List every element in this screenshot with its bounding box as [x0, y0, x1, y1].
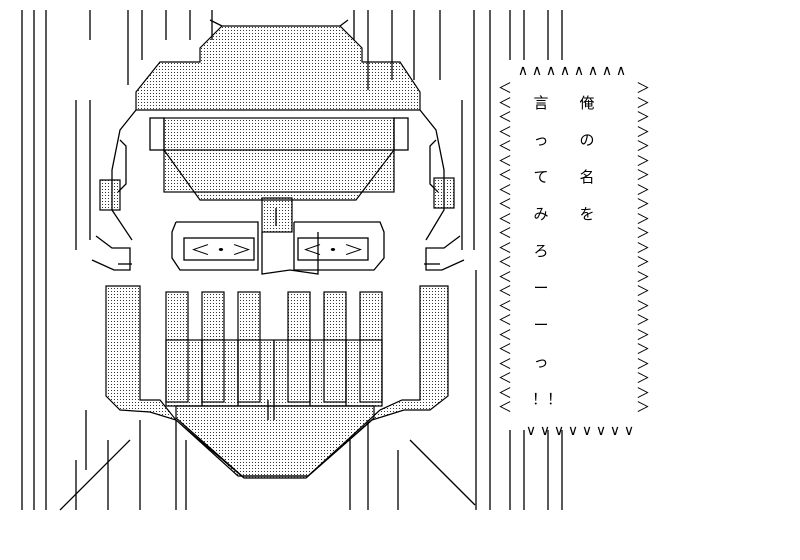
bubble-right-mark: ＞ [636, 168, 650, 184]
teeth-row [165, 291, 383, 420]
eye-frame-left [171, 221, 259, 271]
cheek-right [424, 235, 465, 271]
background-lines-left [21, 10, 213, 511]
head-top [135, 19, 421, 111]
cheek-left [91, 235, 132, 271]
bubble-left-mark: ＜ [498, 385, 512, 402]
bubble-right-mark: ＞ [636, 371, 650, 387]
bubble-left-mark: ＜ [498, 226, 512, 242]
bubble-left-mark: ＜ [498, 124, 512, 141]
bubble-bottom-mark: ∨ [553, 423, 565, 439]
bubble-left-mark: ＜ [498, 168, 512, 184]
bubble-right-mark: ＞ [636, 226, 650, 242]
bubble-top-mark: ∧ [559, 63, 571, 79]
bubble-top-mark: ∧ [545, 63, 557, 79]
head-sides [99, 109, 455, 241]
bubble-left-mark: ＜ [498, 139, 512, 155]
bubble-right-mark: ＞ [636, 284, 650, 300]
speech-char: ！！ [532, 390, 563, 408]
speech-char: 言 [533, 94, 549, 112]
bubble-bottom-mark: ∨ [595, 423, 607, 439]
lower-jaw [175, 405, 375, 477]
bubble-left-mark: ＜ [498, 356, 512, 373]
bubble-top-mark: ∧ [587, 63, 599, 79]
bubble-left-mark: ＜ [498, 197, 512, 213]
bubble-top-mark: ∧ [615, 63, 627, 79]
bubble-left-mark: ＜ [498, 371, 512, 387]
speech-char: て [533, 168, 549, 186]
bubble-right-mark: ＞ [636, 385, 650, 402]
bubble-bottom-mark: ∨ [623, 423, 635, 439]
bubble-left-mark: ＜ [498, 342, 512, 358]
bubble-right-mark: ＞ [636, 197, 650, 213]
speech-char: 名 [579, 168, 595, 186]
eye-frame-right [293, 221, 385, 271]
forehead-band [149, 117, 409, 201]
bubble-right-mark: ＞ [636, 211, 650, 228]
bubble-left-mark: ＜ [498, 269, 512, 286]
bubble-left-mark: ＜ [498, 211, 512, 228]
bubble-left-mark: ＜ [498, 313, 512, 329]
bubble-right-mark: ＞ [636, 269, 650, 286]
bubble-right-mark: ＞ [636, 298, 650, 315]
speech-char: っ [533, 131, 549, 149]
bubble-right-mark: ＞ [636, 327, 650, 344]
bubble-left-mark: ＜ [498, 81, 512, 97]
nose-bridge [261, 197, 319, 275]
speech-char: っ [533, 353, 549, 371]
speech-char: の [579, 131, 595, 149]
bubble-left-mark: ＜ [498, 182, 512, 199]
bubble-left-mark: ＜ [498, 153, 512, 170]
jaw-block [105, 285, 449, 479]
bubble-right-mark: ＞ [636, 313, 650, 329]
background-lines-right [349, 10, 563, 510]
bubble-right-mark: ＞ [636, 240, 650, 257]
bubble-right-mark: ＞ [636, 95, 650, 112]
bubble-top-mark: ∧ [531, 63, 543, 79]
bubble-right-mark: ＞ [636, 356, 650, 373]
bubble-bottom-mark: ∨ [581, 423, 593, 439]
bubble-right-mark: ＞ [636, 153, 650, 170]
bubble-left-mark: ＜ [498, 400, 512, 416]
bubble-right-mark: ＞ [636, 81, 650, 97]
bubble-left-mark: ＜ [498, 298, 512, 315]
speech-char: ー [533, 279, 549, 297]
bubble-right-mark: ＞ [636, 342, 650, 358]
bubble-right-mark: ＞ [636, 124, 650, 141]
speech-char: み [533, 205, 549, 223]
bubble-bottom-mark: ∨ [609, 423, 621, 439]
bubble-right-mark: ＞ [636, 400, 650, 416]
bubble-top-mark: ∧ [517, 63, 529, 79]
bubble-left-mark: ＜ [498, 327, 512, 344]
speech-bubble: ∧∧∧∧∧∧∧∧ ∨∨∨∨∨∨∨∨ ＜＜＜＜＜＜＜＜＜＜＜＜＜＜＜＜＜＜＜＜＜＜… [498, 64, 650, 440]
bubble-right-mark: ＞ [636, 182, 650, 199]
speech-char: ー [533, 316, 549, 334]
bubble-right-mark: ＞ [636, 139, 650, 155]
speech-char: 俺 [579, 94, 595, 112]
bubble-top-mark: ∧ [601, 63, 613, 79]
speech-char: を [579, 205, 595, 223]
bubble-left-mark: ＜ [498, 95, 512, 112]
bubble-left-mark: ＜ [498, 255, 512, 271]
bubble-bottom-mark: ∨ [539, 423, 551, 439]
bubble-left-mark: ＜ [498, 284, 512, 300]
bubble-right-mark: ＞ [636, 255, 650, 271]
bubble-bottom-mark: ∨ [525, 423, 537, 439]
bubble-top-mark: ∧ [573, 63, 585, 79]
bubble-right-mark: ＞ [636, 110, 650, 126]
eye-right: ＜・＞ [302, 243, 364, 259]
bubble-left-mark: ＜ [498, 110, 512, 126]
speech-char: ろ [533, 242, 549, 260]
eye-left: ＜・＞ [190, 243, 252, 259]
bubble-bottom-mark: ∨ [567, 423, 579, 439]
bubble-left-mark: ＜ [498, 240, 512, 257]
